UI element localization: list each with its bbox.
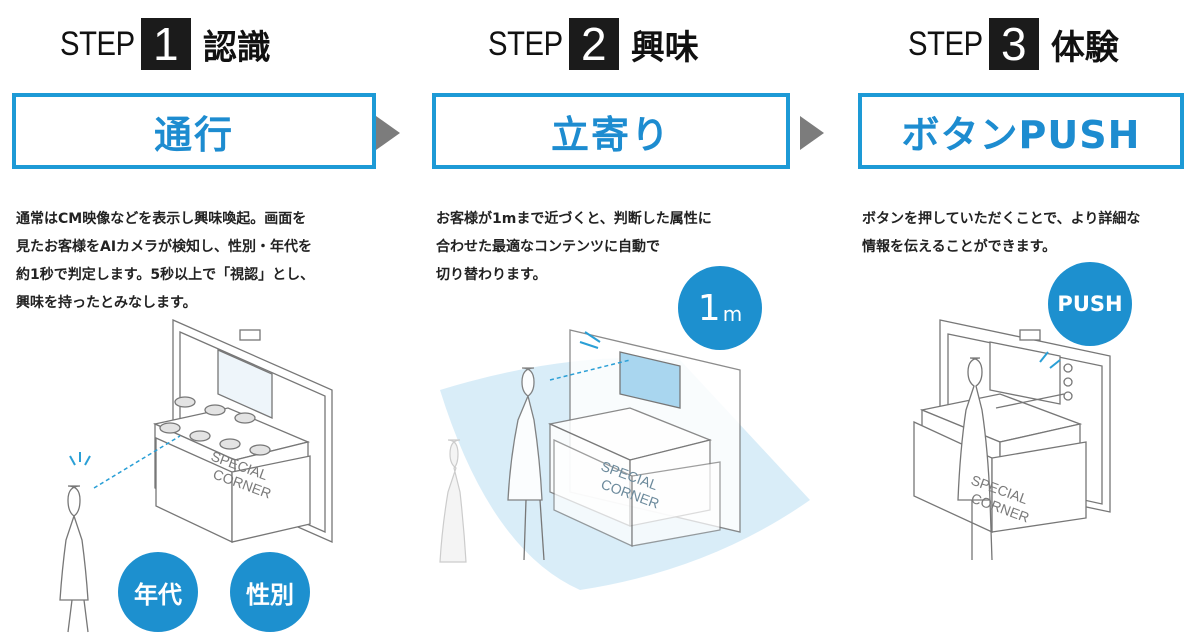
- step-label: STEP: [908, 24, 983, 63]
- step-number: 3: [988, 18, 1039, 70]
- step-1-header: STEP 1 認識: [60, 18, 271, 70]
- approach-illustration: SPECIAL CORNER: [439, 329, 810, 590]
- push-button-illustration: SPECIAL CORNER: [913, 319, 1111, 561]
- special-corner-illustration: SPECIAL CORNER: [59, 319, 333, 633]
- step-3-panel: STEP 3 体験 ボタンPUSH ボタンを押していただくことで、より詳細な 情…: [830, 0, 1189, 644]
- gender-badge: 性別: [230, 552, 310, 632]
- step-description: 通常はCM映像などを表示し興味喚起。画面を 見たお客様をAIカメラが検知し、性別…: [16, 211, 315, 311]
- distance-unit: m: [722, 302, 743, 326]
- step-label: STEP: [488, 24, 563, 63]
- step-title-box: 立寄り: [432, 93, 790, 169]
- next-arrow-icon: [800, 116, 824, 150]
- step-name: 興味: [630, 27, 699, 68]
- step-3-header: STEP 3 体験: [908, 18, 1119, 70]
- step-number: 2: [568, 18, 619, 70]
- age-badge: 年代: [118, 552, 198, 632]
- step-2-header: STEP 2 興味: [488, 18, 699, 70]
- step-title-box: 通行: [12, 93, 376, 169]
- step-name: 認識: [202, 27, 271, 68]
- step-number: 1: [140, 18, 191, 70]
- step-description: ボタンを押していただくことで、より詳細な 情報を伝えることができます。: [862, 211, 1141, 255]
- step-1-panel: STEP 1 認識 通行 通常はCM映像などを表示し興味喚起。画面を 見たお客様…: [0, 0, 400, 644]
- next-arrow-icon: [376, 116, 400, 150]
- step-title-box: ボタンPUSH: [858, 93, 1184, 169]
- step-name: 体験: [1050, 27, 1119, 68]
- step-label: STEP: [60, 24, 135, 63]
- push-badge: PUSH: [1048, 262, 1132, 346]
- distance-value: 1: [697, 287, 721, 329]
- distance-badge: 1 m: [678, 266, 762, 350]
- step-description: お客様が1mまで近づくと、判断した属性に 合わせた最適なコンテンツに自動で 切り…: [436, 211, 712, 283]
- step-2-panel: STEP 2 興味 立寄り お客様が1mまで近づくと、判断した属性に 合わせた最…: [410, 0, 810, 644]
